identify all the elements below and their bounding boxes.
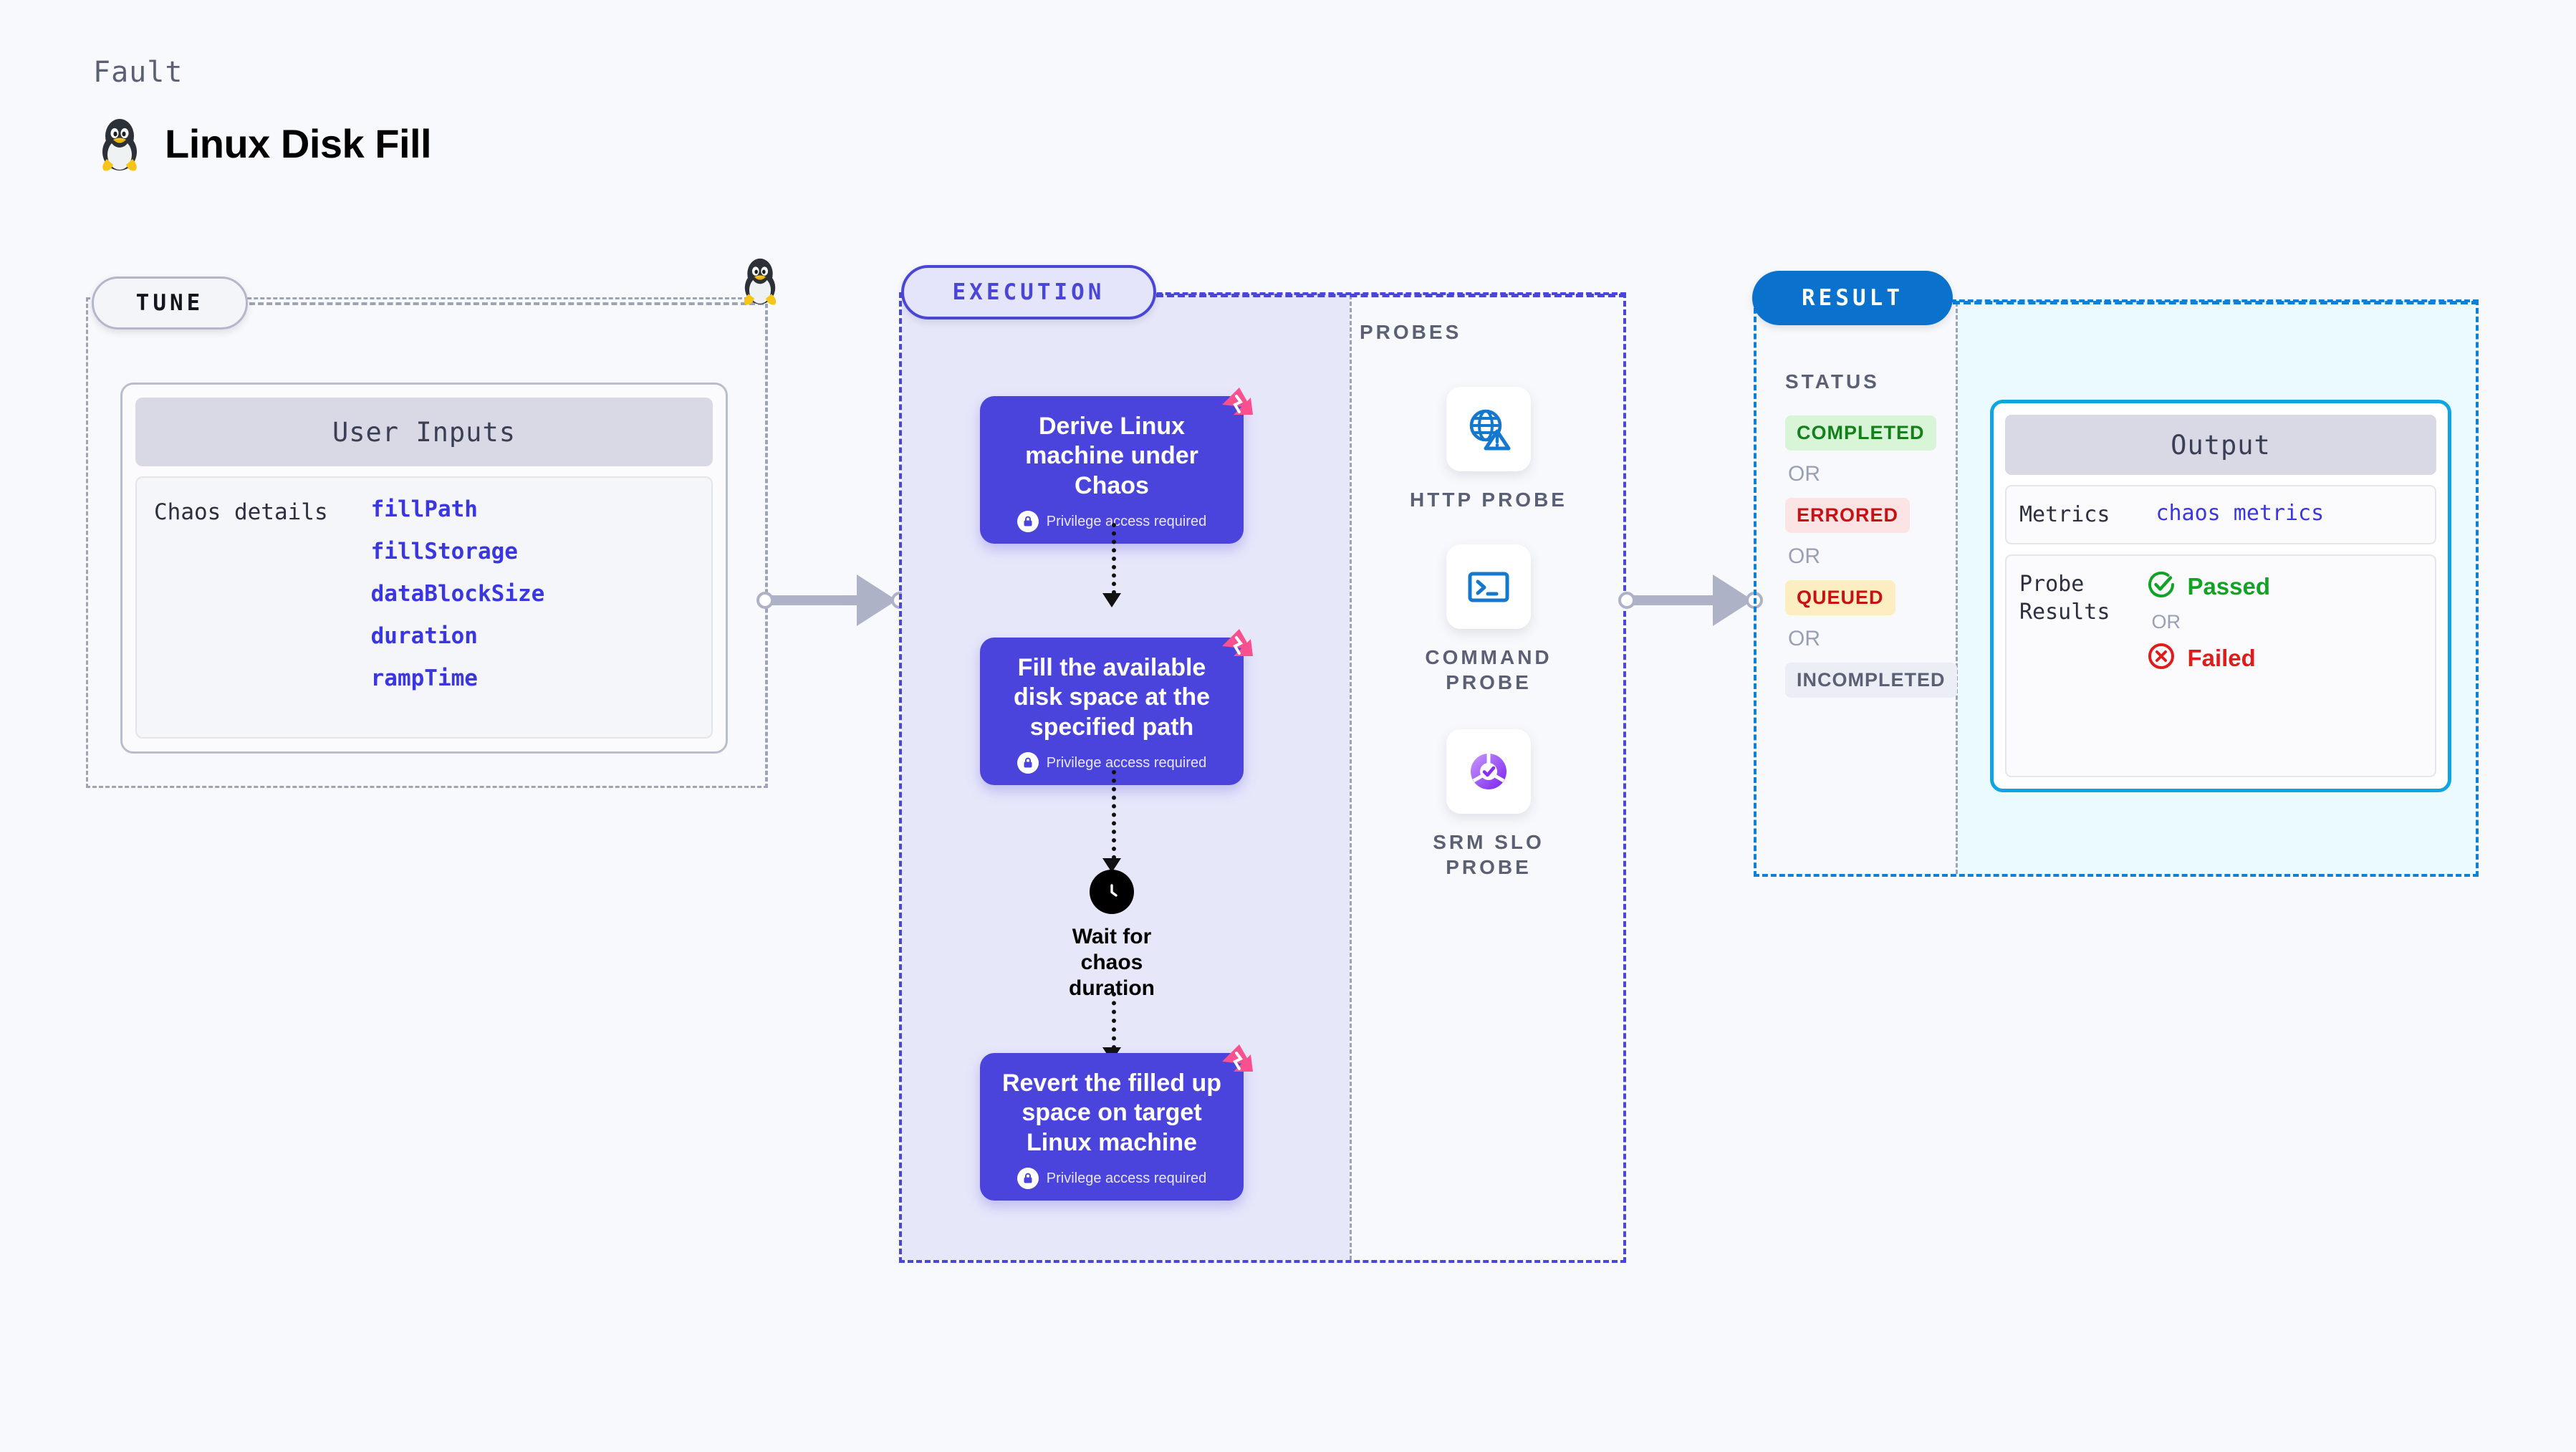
status-list: COMPLETED OR ERRORED OR QUEUED OR INCOMP… (1785, 415, 1957, 698)
lock-icon (1017, 752, 1039, 774)
user-inputs-title: User Inputs (135, 398, 713, 466)
privilege-note-text: Privilege access required (1046, 754, 1207, 771)
tune-panel-right-edge (765, 297, 767, 788)
output-card-title: Output (2005, 415, 2436, 475)
x-circle-icon (2147, 642, 2176, 674)
probes-divider (1350, 295, 1352, 1260)
terminal-prompt-icon (1446, 544, 1531, 629)
step-connector-arrowhead (1102, 858, 1121, 872)
field-duration[interactable]: duration (370, 623, 478, 649)
privilege-note-text: Privilege access required (1046, 513, 1207, 529)
chaos-details-field-list: fillPath fillStorage dataBlockSize durat… (350, 496, 545, 723)
field-fillpath[interactable]: fillPath (370, 496, 478, 522)
user-inputs-body: Chaos details fillPath fillStorage dataB… (135, 476, 713, 739)
status-badge-completed: COMPLETED (1785, 415, 1936, 451)
tab-execution[interactable]: EXECUTION (901, 265, 1156, 319)
connector-line (771, 595, 857, 605)
probe-failed-label: Failed (2187, 644, 2256, 671)
tab-result[interactable]: RESULT (1752, 271, 1953, 325)
lock-icon (1017, 1168, 1039, 1190)
status-or-label: OR (1788, 627, 1820, 650)
metrics-key: Metrics (2019, 502, 2110, 527)
probe-label: COMMAND PROBE (1425, 646, 1552, 693)
result-leader-line (1953, 301, 2479, 304)
probe-results-values: Passed OR Failed (2125, 570, 2270, 761)
probe-results-key: Probe Results (2019, 572, 2110, 625)
probe-label: SRM SLO PROBE (1433, 831, 1544, 878)
probe-result-passed: Passed (2147, 570, 2270, 602)
privilege-note: Privilege access required (993, 511, 1231, 533)
chaos-details-label: Chaos details (154, 499, 328, 525)
probe-label: HTTP PROBE (1410, 489, 1567, 511)
status-or-label: OR (1788, 544, 1820, 568)
status-title: STATUS (1785, 370, 1880, 393)
tab-tune[interactable]: TUNE (92, 277, 248, 330)
step-title: Fill the available disk space at the spe… (1013, 654, 1210, 741)
privilege-note: Privilege access required (993, 752, 1231, 774)
globe-warning-icon (1446, 387, 1531, 471)
lock-icon (1017, 511, 1039, 533)
connector-line (1633, 595, 1713, 605)
status-or-label: OR (1788, 462, 1820, 486)
step-connector-line (1112, 992, 1116, 1049)
page-title-row: Linux Disk Fill (95, 115, 432, 172)
tux-linux-penguin-icon (95, 115, 145, 172)
tux-linux-penguin-icon-edge (738, 254, 782, 309)
metrics-value[interactable]: chaos metrics (2156, 501, 2325, 526)
step-connector-line (1112, 770, 1116, 860)
step-title: Derive Linux machine under Chaos (1025, 413, 1198, 499)
probe-passed-label: Passed (2187, 572, 2271, 600)
status-badge-errored: ERRORED (1785, 498, 1911, 533)
execution-step-card[interactable]: Revert the filled up space on target Lin… (980, 1044, 1253, 1201)
litmus-chaos-badge-icon (1218, 625, 1255, 665)
privilege-note-text: Privilege access required (1046, 1170, 1207, 1186)
tune-leader-line (249, 302, 764, 305)
result-divider (1956, 302, 1958, 874)
output-metrics-row: Metrics chaos metrics (2005, 485, 2436, 544)
page-title: Linux Disk Fill (165, 120, 432, 166)
wait-for-duration-node: Wait for chaos duration (1066, 870, 1158, 1001)
execution-step-card[interactable]: Derive Linux machine under Chaos Privile… (980, 388, 1253, 544)
clock-icon (1090, 870, 1134, 914)
execution-step-card[interactable]: Fill the available disk space at the spe… (980, 629, 1253, 786)
litmus-chaos-badge-icon (1218, 383, 1255, 424)
check-circle-icon (2147, 570, 2176, 602)
wait-node-label: Wait for chaos duration (1069, 925, 1155, 1000)
probe-command[interactable]: COMMAND PROBE (1395, 544, 1582, 695)
step-connector-line (1112, 523, 1116, 595)
status-badge-incompleted: INCOMPLETED (1785, 663, 1957, 698)
field-fillstorage[interactable]: fillStorage (370, 539, 518, 564)
output-card: Output Metrics chaos metrics Probe Resul… (1990, 400, 2451, 792)
execution-leader-line (1156, 294, 1626, 297)
step-connector-arrowhead (1102, 593, 1121, 607)
user-inputs-card: User Inputs Chaos details fillPath fillS… (120, 383, 728, 754)
step-title: Revert the filled up space on target Lin… (1001, 1069, 1222, 1156)
privilege-note: Privilege access required (993, 1168, 1231, 1190)
output-probe-results-row: Probe Results Passed OR (2005, 554, 2436, 777)
field-ramptime[interactable]: rampTime (370, 665, 478, 691)
probe-or-label: OR (2151, 611, 2181, 633)
slo-donut-check-icon (1446, 729, 1531, 814)
page-eyebrow: Fault (93, 56, 183, 89)
status-badge-queued: QUEUED (1785, 580, 1895, 615)
field-datablocksize[interactable]: dataBlockSize (370, 581, 545, 607)
probe-srm-slo[interactable]: SRM SLO PROBE (1395, 729, 1582, 880)
connector-arrowhead (857, 574, 897, 626)
probes-title: PROBES (1360, 321, 1462, 343)
probe-result-failed: Failed (2147, 642, 2270, 674)
probe-http[interactable]: HTTP PROBE (1395, 387, 1582, 512)
litmus-chaos-badge-icon (1218, 1040, 1255, 1081)
